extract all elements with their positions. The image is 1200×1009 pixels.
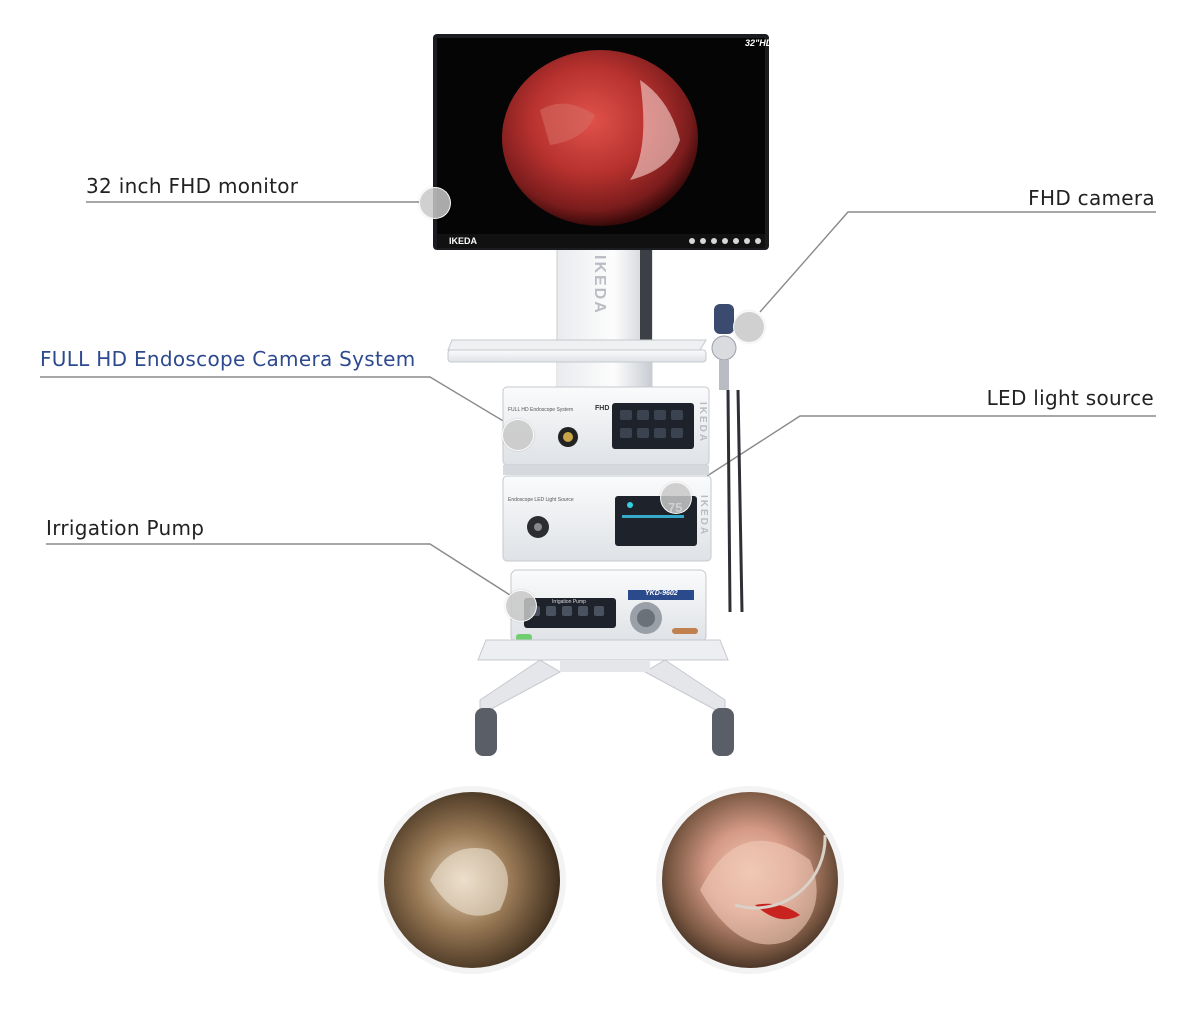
camera-unit-title: FULL HD Endoscope System	[508, 407, 574, 413]
pump-hotspot[interactable]	[505, 590, 537, 622]
camera-callout-label: FHD camera	[1028, 186, 1155, 210]
camera-hotspot[interactable]	[733, 311, 765, 343]
light-unit-side-brand: IKEDA	[698, 495, 709, 537]
camera-unit-badge: FHD	[595, 405, 610, 412]
monitor-callout-label: 32 inch FHD monitor	[86, 174, 299, 198]
light-unit-title: Endoscope LED Light Source	[508, 497, 574, 503]
light-callout-label: LED light source	[986, 386, 1154, 410]
column-brand-logo: IKEDA	[591, 255, 608, 315]
monitor-hotspot[interactable]	[419, 187, 451, 219]
system-hotspot[interactable]	[502, 419, 534, 451]
monitor-size-badge: 32"HD	[745, 38, 773, 48]
system-callout-label: FULL HD Endoscope Camera System	[40, 347, 416, 371]
pump-panel-title: Irrigation Pump	[552, 599, 586, 605]
monitor-brand-logo: IKEDA	[449, 236, 478, 246]
pump-model-label: YKD-9602	[645, 590, 678, 597]
camera-unit-side-brand: IKEDA	[697, 402, 708, 444]
light-hotspot[interactable]	[660, 482, 692, 514]
pump-callout-label: Irrigation Pump	[46, 516, 205, 540]
